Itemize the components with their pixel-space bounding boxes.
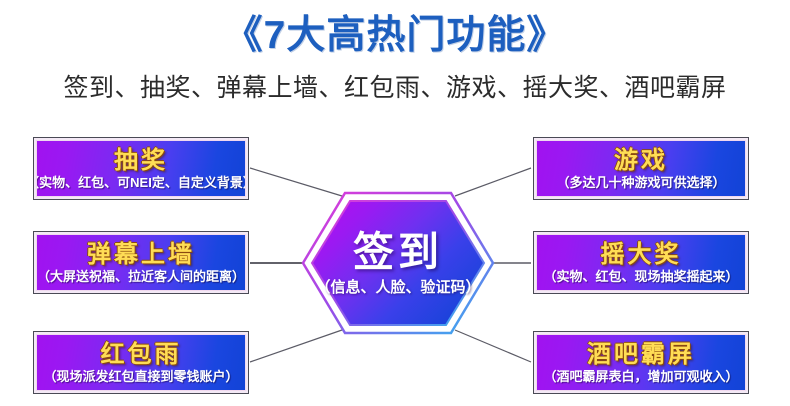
page-title: 《7大高热门功能》 xyxy=(223,14,567,57)
feature-card-subtitle: （大屏送祝福、拉近客人间的距离） xyxy=(37,268,246,284)
feature-card-left-3[interactable]: 红包雨 （现场派发红包直接到零钱账户） xyxy=(33,331,249,394)
feature-card-left-1[interactable]: 抽奖 （实物、红包、可NEI定、自定义背景） xyxy=(33,137,249,200)
feature-card-subtitle: （实物、红包、可NEI定、自定义背景） xyxy=(36,174,246,190)
feature-card-title: 酒吧霸屏 xyxy=(587,340,695,368)
page-subtitle: 签到、抽奖、弹幕上墙、红包雨、游戏、摇大奖、酒吧霸屏 xyxy=(63,74,727,102)
feature-card-right-1[interactable]: 游戏 （多达几十种游戏可供选择） xyxy=(533,137,749,200)
feature-card-subtitle: （酒吧霸屏表白，增加可观收入） xyxy=(543,368,739,384)
feature-card-right-3[interactable]: 酒吧霸屏 （酒吧霸屏表白，增加可观收入） xyxy=(533,331,749,394)
connector-left-1 xyxy=(249,167,343,197)
feature-card-title: 游戏 xyxy=(614,146,668,174)
hexagon-outline xyxy=(301,191,495,335)
feature-card-title: 抽奖 xyxy=(114,146,168,174)
feature-card-body: 游戏 （多达几十种游戏可供选择） xyxy=(536,140,746,197)
feature-card-body: 酒吧霸屏 （酒吧霸屏表白，增加可观收入） xyxy=(536,334,746,391)
feature-card-subtitle: （实物、红包、现场抽奖摇起来） xyxy=(543,268,739,284)
feature-card-body: 红包雨 （现场派发红包直接到零钱账户） xyxy=(36,334,246,391)
feature-card-subtitle: （多达几十种游戏可供选择） xyxy=(556,174,726,190)
connector-right-3 xyxy=(454,329,532,363)
feature-card-subtitle: （现场派发红包直接到零钱账户） xyxy=(43,368,239,384)
feature-card-right-2[interactable]: 摇大奖 （实物、红包、现场抽奖摇起来） xyxy=(533,231,749,294)
feature-card-body: 抽奖 （实物、红包、可NEI定、自定义背景） xyxy=(36,140,246,197)
feature-card-body: 摇大奖 （实物、红包、现场抽奖摇起来） xyxy=(536,234,746,291)
hexagon-fill xyxy=(310,200,486,326)
center-hexagon[interactable]: 签到 （信息、人脸、验证码） xyxy=(300,190,496,336)
connector-left-3 xyxy=(249,329,343,363)
connector-right-1 xyxy=(454,167,532,197)
hexagon-shape-icon xyxy=(301,191,495,335)
feature-card-title: 红包雨 xyxy=(100,340,182,368)
feature-card-title: 摇大奖 xyxy=(600,240,682,268)
feature-card-title: 弹幕上墙 xyxy=(87,240,195,268)
feature-card-left-2[interactable]: 弹幕上墙 （大屏送祝福、拉近客人间的距离） xyxy=(33,231,249,294)
feature-card-body: 弹幕上墙 （大屏送祝福、拉近客人间的距离） xyxy=(36,234,246,291)
